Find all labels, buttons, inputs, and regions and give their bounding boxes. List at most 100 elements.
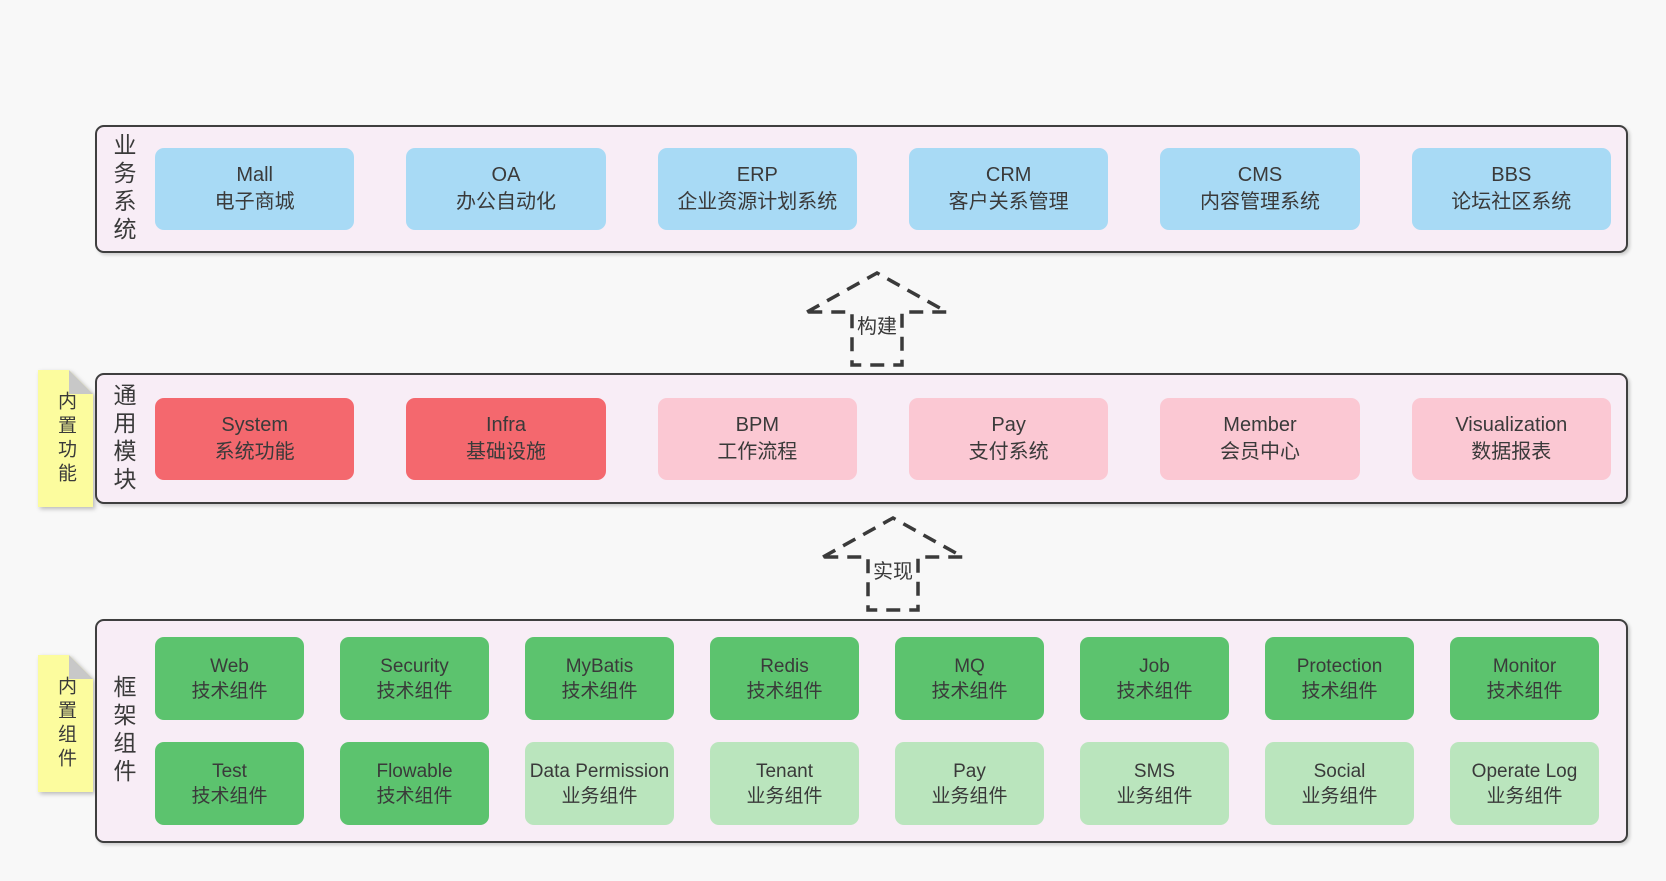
box-subtitle: 技术组件 [376, 680, 453, 702]
box-monitor: Monitor 技术组件 [1450, 637, 1599, 720]
implement-arrow-label: 实现 [870, 555, 916, 584]
component-row-1: Web 技术组件 Security 技术组件 MyBatis 技术组件 Redi… [155, 637, 1599, 720]
box-social: Social 业务组件 [1265, 742, 1414, 825]
box-subtitle: 业务组件 [746, 785, 823, 807]
box-title: Infra [485, 413, 526, 436]
band-label-framework-components: 框架组件 [110, 675, 136, 787]
box-subtitle: 技术组件 [746, 680, 823, 702]
box-mq: MQ 技术组件 [895, 637, 1044, 720]
component-row-2: Test 技术组件 Flowable 技术组件 Data Permission … [155, 742, 1599, 825]
box-subtitle: 业务组件 [931, 785, 1008, 807]
box-title: CMS [1237, 164, 1283, 186]
box-subtitle: 业务组件 [1301, 785, 1378, 807]
box-subtitle: 技术组件 [376, 785, 453, 807]
box-operate-log: Operate Log 业务组件 [1450, 742, 1599, 825]
box-subtitle: 企业资源计划系统 [677, 191, 838, 213]
sticky-label: 内置功能 [55, 390, 76, 487]
box-title: BPM [735, 413, 779, 436]
sticky-paper: 内置组件 [38, 655, 93, 792]
box-title: Protection [1296, 655, 1383, 677]
box-infra: Infra 基础设施 [406, 397, 606, 480]
box-title: Pay [991, 413, 1026, 436]
box-title: Mall [236, 164, 273, 186]
box-pay: Pay 支付系统 [908, 397, 1109, 480]
box-subtitle: 电子商城 [214, 191, 295, 213]
box-title: BBS [1491, 164, 1532, 186]
box-web: Web 技术组件 [155, 637, 304, 720]
component-boxes: Web 技术组件 Security 技术组件 MyBatis 技术组件 Redi… [155, 621, 1599, 841]
band-business-systems: 业务系统 Mall 电子商城 OA 办公自动化 ERP 企业资源计划系统 CRM… [95, 125, 1628, 253]
box-title: Flowable [376, 760, 453, 782]
box-subtitle: 业务组件 [561, 785, 638, 807]
box-subtitle: 技术组件 [561, 680, 638, 702]
build-arrow: 构建 [805, 269, 949, 369]
box-subtitle: 数据报表 [1471, 440, 1552, 463]
box-title: Member [1223, 413, 1297, 436]
box-subtitle: 系统功能 [214, 440, 295, 463]
box-title: Security [380, 655, 449, 677]
box-oa: OA 办公自动化 [406, 148, 606, 230]
box-title: Tenant [755, 760, 814, 782]
box-title: Social [1313, 760, 1366, 782]
box-title: OA [491, 164, 521, 186]
box-subtitle: 业务组件 [1486, 785, 1563, 807]
box-title: Redis [760, 655, 809, 677]
box-title: Pay [953, 760, 986, 782]
box-security: Security 技术组件 [340, 637, 489, 720]
box-title: System [221, 413, 288, 436]
box-mall: Mall 电子商城 [155, 148, 355, 230]
box-test: Test 技术组件 [155, 742, 304, 825]
box-subtitle: 技术组件 [1486, 680, 1563, 702]
module-boxes: System 系统功能 Infra 基础设施 BPM 工作流程 Pay 支付系统… [155, 375, 1611, 502]
box-mybatis: MyBatis 技术组件 [525, 637, 674, 720]
up-arrow-icon [805, 270, 949, 367]
box-subtitle: 工作流程 [717, 440, 798, 463]
up-arrow-icon [821, 515, 965, 612]
box-subtitle: 内容管理系统 [1199, 191, 1320, 213]
box-subtitle: 技术组件 [191, 680, 268, 702]
box-cms: CMS 内容管理系统 [1160, 148, 1360, 230]
box-subtitle: 技术组件 [931, 680, 1008, 702]
box-pay-business: Pay 业务组件 [895, 742, 1044, 825]
box-sms: SMS 业务组件 [1080, 742, 1229, 825]
box-subtitle: 业务组件 [1116, 785, 1193, 807]
box-title: MQ [954, 655, 985, 677]
box-crm: CRM 客户关系管理 [908, 148, 1109, 230]
band-framework-components: 框架组件 Web 技术组件 Security 技术组件 MyBatis 技术组件… [95, 619, 1628, 843]
box-data-permission: Data Permission 业务组件 [525, 742, 674, 825]
business-boxes: Mall 电子商城 OA 办公自动化 ERP 企业资源计划系统 CRM 客户关系… [155, 127, 1611, 251]
box-subtitle: 技术组件 [1301, 680, 1378, 702]
box-title: Data Permission [529, 760, 670, 782]
implement-arrow: 实现 [821, 514, 965, 614]
sticky-label: 内置组件 [55, 675, 76, 772]
box-bpm: BPM 工作流程 [657, 397, 857, 480]
box-bbs: BBS 论坛社区系统 [1411, 148, 1611, 230]
box-title: Monitor [1492, 655, 1557, 677]
box-subtitle: 会员中心 [1219, 440, 1300, 463]
box-subtitle: 客户关系管理 [948, 191, 1069, 213]
box-flowable: Flowable 技术组件 [340, 742, 489, 825]
box-title: CRM [985, 164, 1032, 186]
box-title: Test [212, 760, 247, 782]
band-label-business-systems: 业务系统 [110, 133, 136, 245]
sticky-paper: 内置功能 [38, 370, 93, 507]
box-title: Web [210, 655, 249, 677]
box-member: Member 会员中心 [1160, 397, 1360, 480]
box-title: Visualization [1455, 413, 1568, 436]
box-title: ERP [736, 164, 778, 186]
box-subtitle: 支付系统 [968, 440, 1049, 463]
box-job: Job 技术组件 [1080, 637, 1229, 720]
box-subtitle: 技术组件 [1116, 680, 1193, 702]
band-label-common-modules: 通用模块 [110, 382, 136, 495]
box-title: Operate Log [1471, 760, 1578, 782]
band-common-modules: 通用模块 System 系统功能 Infra 基础设施 BPM 工作流程 Pay… [95, 373, 1628, 504]
box-title: Job [1139, 655, 1170, 677]
box-title: MyBatis [565, 655, 634, 677]
box-protection: Protection 技术组件 [1265, 637, 1414, 720]
box-redis: Redis 技术组件 [710, 637, 859, 720]
box-title: SMS [1133, 760, 1176, 782]
box-system: System 系统功能 [155, 397, 355, 480]
build-arrow-label: 构建 [854, 310, 900, 339]
box-visualization: Visualization 数据报表 [1411, 397, 1611, 480]
